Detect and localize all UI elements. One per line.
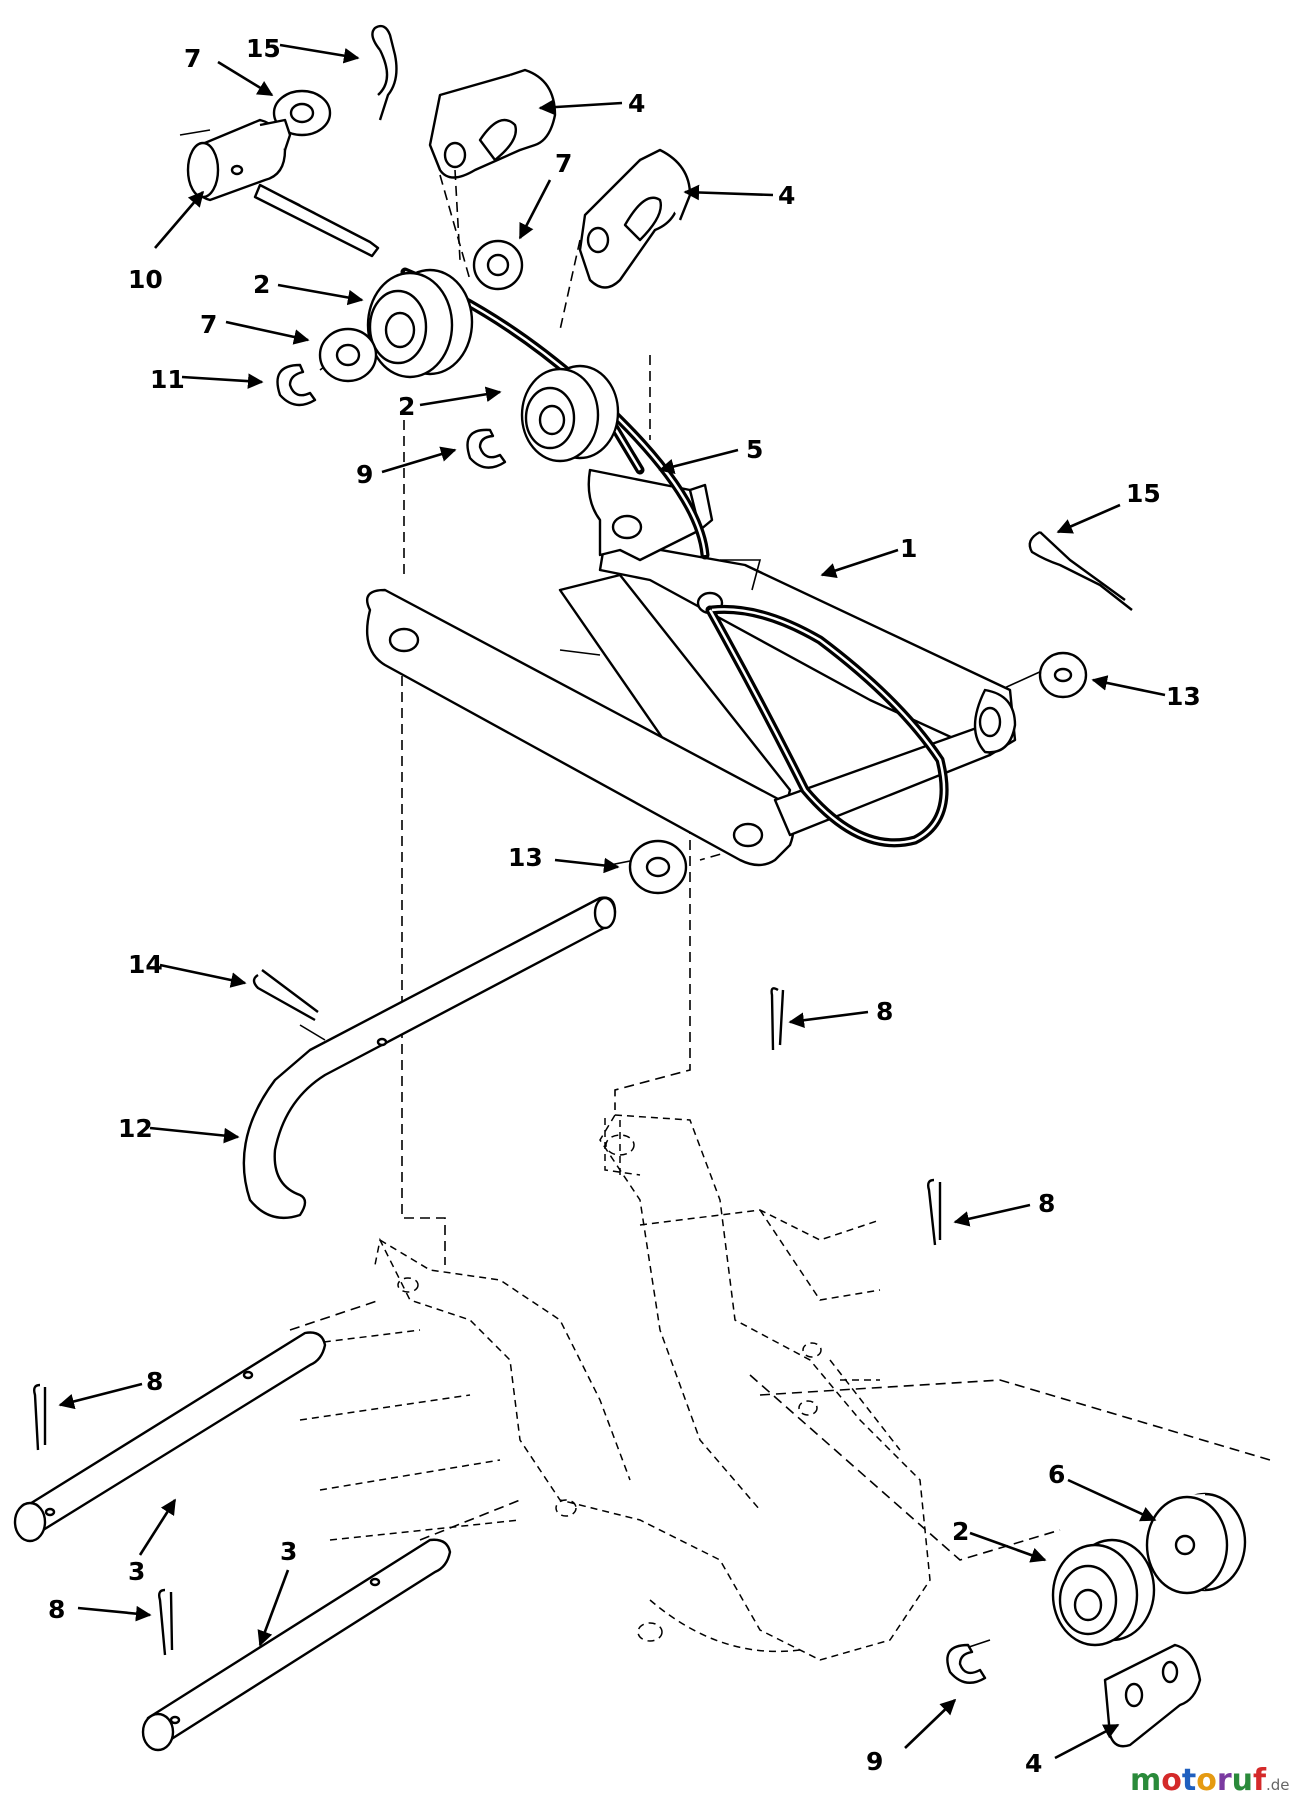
callout-6: 6 — [1048, 1460, 1065, 1489]
cotter-pin-14 — [252, 969, 319, 1022]
cotter-pin-8a — [770, 987, 785, 1051]
callout-1: 1 — [900, 534, 917, 563]
callout-13: 13 — [508, 843, 543, 872]
callout-15: 15 — [246, 34, 281, 63]
retaining-ring-9-upper — [466, 428, 507, 469]
idler-pulley-middle — [520, 364, 620, 463]
pulley-bracket-lower — [1103, 1643, 1202, 1748]
tractor-frame-phantom — [299, 1114, 931, 1661]
callout-9: 9 — [356, 460, 373, 489]
pivot-pin-upper — [13, 1331, 327, 1543]
callout-arrows — [58, 43, 1166, 1760]
callout-3: 3 — [280, 1537, 297, 1566]
callout-7: 7 — [555, 149, 572, 178]
hairpin-clip-top — [371, 24, 398, 121]
callout-labels: 15 7 4 4 7 10 2 7 11 2 5 9 15 1 13 13 14… — [48, 34, 1201, 1778]
watermark-letter: u — [1232, 1763, 1253, 1798]
callout-2: 2 — [253, 270, 270, 299]
retaining-ring-11 — [276, 363, 317, 407]
callout-2: 2 — [398, 392, 415, 421]
watermark-letter: t — [1182, 1763, 1196, 1798]
idler-pulley-lower — [1051, 1538, 1156, 1647]
adjuster-knob — [186, 118, 292, 202]
lift-rod-hook — [242, 896, 617, 1220]
watermark-suffix: .de — [1266, 1776, 1290, 1794]
washer-left — [318, 327, 378, 383]
spacer-6 — [1145, 1492, 1247, 1595]
watermark-letter: f — [1253, 1763, 1267, 1798]
callout-4: 4 — [1025, 1749, 1042, 1778]
callout-7: 7 — [184, 44, 201, 73]
threaded-rod — [253, 183, 380, 258]
callout-8: 8 — [48, 1595, 65, 1624]
callout-10: 10 — [128, 265, 163, 294]
swing-frame — [365, 468, 1017, 867]
pulley-bracket-middle — [578, 148, 692, 289]
cotter-pin-8c — [32, 1383, 47, 1451]
callout-14: 14 — [128, 950, 163, 979]
callout-11: 11 — [150, 365, 185, 394]
callout-4: 4 — [778, 181, 795, 210]
retaining-ring-9-lower — [946, 1643, 987, 1684]
callout-4: 4 — [628, 89, 645, 118]
cotter-pin-8b — [926, 1178, 942, 1246]
watermark-letter: r — [1217, 1763, 1232, 1798]
callout-8: 8 — [146, 1367, 163, 1396]
callout-8: 8 — [876, 997, 893, 1026]
watermark-letter: o — [1161, 1763, 1182, 1798]
callout-12: 12 — [118, 1114, 153, 1143]
washer-13-right — [1038, 651, 1088, 699]
washer-13-left — [628, 839, 688, 895]
callout-13: 13 — [1166, 682, 1201, 711]
callout-2: 2 — [952, 1517, 969, 1546]
pulley-bracket-upper — [428, 68, 557, 261]
svg-text:motoruf: motoruf — [1130, 1763, 1267, 1798]
cotter-pin-8d — [157, 1588, 174, 1656]
washer-mid — [472, 239, 524, 291]
washer-top — [272, 89, 332, 137]
callout-8: 8 — [1038, 1189, 1055, 1218]
idler-pulley-upper — [366, 268, 474, 379]
callout-9: 9 — [866, 1747, 883, 1776]
hairpin-clip-right — [1028, 530, 1133, 611]
pivot-pin-lower — [141, 1538, 452, 1752]
motoruf-watermark: motoruf .de — [1130, 1763, 1290, 1798]
watermark-letter: m — [1130, 1763, 1161, 1798]
callout-15: 15 — [1126, 479, 1161, 508]
callout-3: 3 — [128, 1557, 145, 1586]
callout-7: 7 — [200, 310, 217, 339]
callout-5: 5 — [746, 435, 763, 464]
watermark-letter: o — [1196, 1763, 1217, 1798]
